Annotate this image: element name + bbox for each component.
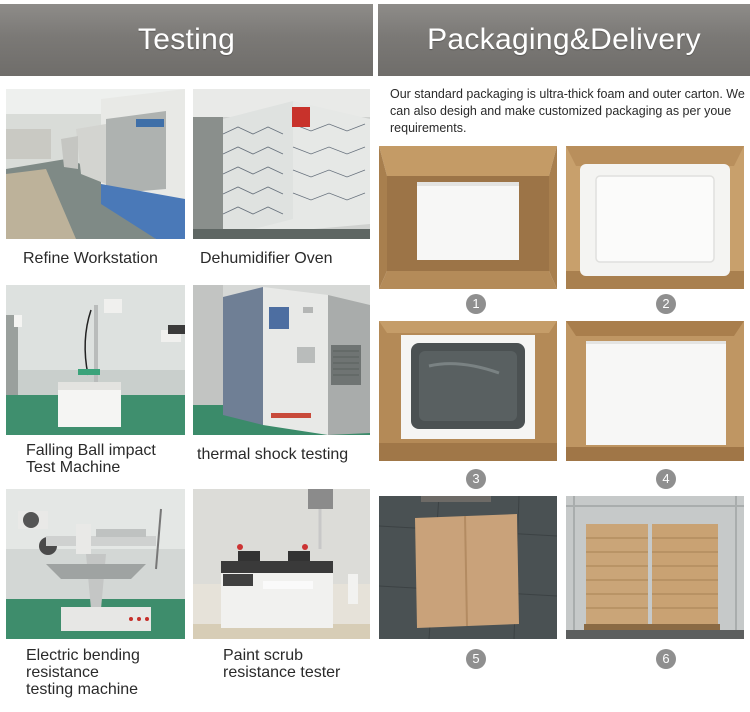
testing-banner: Testing — [0, 4, 373, 76]
packaging-title: Packaging&Delivery — [427, 23, 701, 56]
packaging-banner: Packaging&Delivery — [378, 4, 750, 76]
falling-ball-machine-caption: Falling Ball impact Test Machine — [26, 442, 156, 476]
step-badge-4: 4 — [656, 469, 676, 489]
bending-machine-photo — [6, 489, 185, 639]
step-badge-2: 2 — [656, 294, 676, 314]
refine-workstation-caption: Refine Workstation — [23, 250, 158, 267]
thermal-shock-caption: thermal shock testing — [197, 446, 349, 463]
refine-workstation-photo — [6, 89, 185, 239]
paint-scrub-tester-photo — [193, 489, 370, 639]
packaging-photo-5 — [379, 496, 557, 639]
falling-ball-machine-photo — [6, 285, 185, 435]
packaging-photo-2 — [566, 146, 744, 289]
packaging-photo-6 — [566, 496, 744, 639]
step-badge-5: 5 — [466, 649, 486, 669]
packaging-intro-text: Our standard packaging is ultra-thick fo… — [390, 87, 745, 135]
packaging-photo-3 — [379, 321, 557, 461]
paint-scrub-tester-caption: Paint scrub resistance tester — [223, 647, 341, 681]
packaging-photo-4 — [566, 321, 744, 461]
step-badge-6: 6 — [656, 649, 676, 669]
step-badge-1: 1 — [466, 294, 486, 314]
bending-machine-caption: Electric bending resistance testing mach… — [26, 647, 140, 698]
dehumidifier-oven-caption: Dehumidifier Oven — [200, 250, 333, 267]
dehumidifier-oven-photo — [193, 89, 370, 239]
testing-title: Testing — [137, 23, 236, 56]
thermal-shock-chamber-photo — [193, 285, 370, 435]
step-badge-3: 3 — [466, 469, 486, 489]
packaging-photo-1 — [379, 146, 557, 289]
